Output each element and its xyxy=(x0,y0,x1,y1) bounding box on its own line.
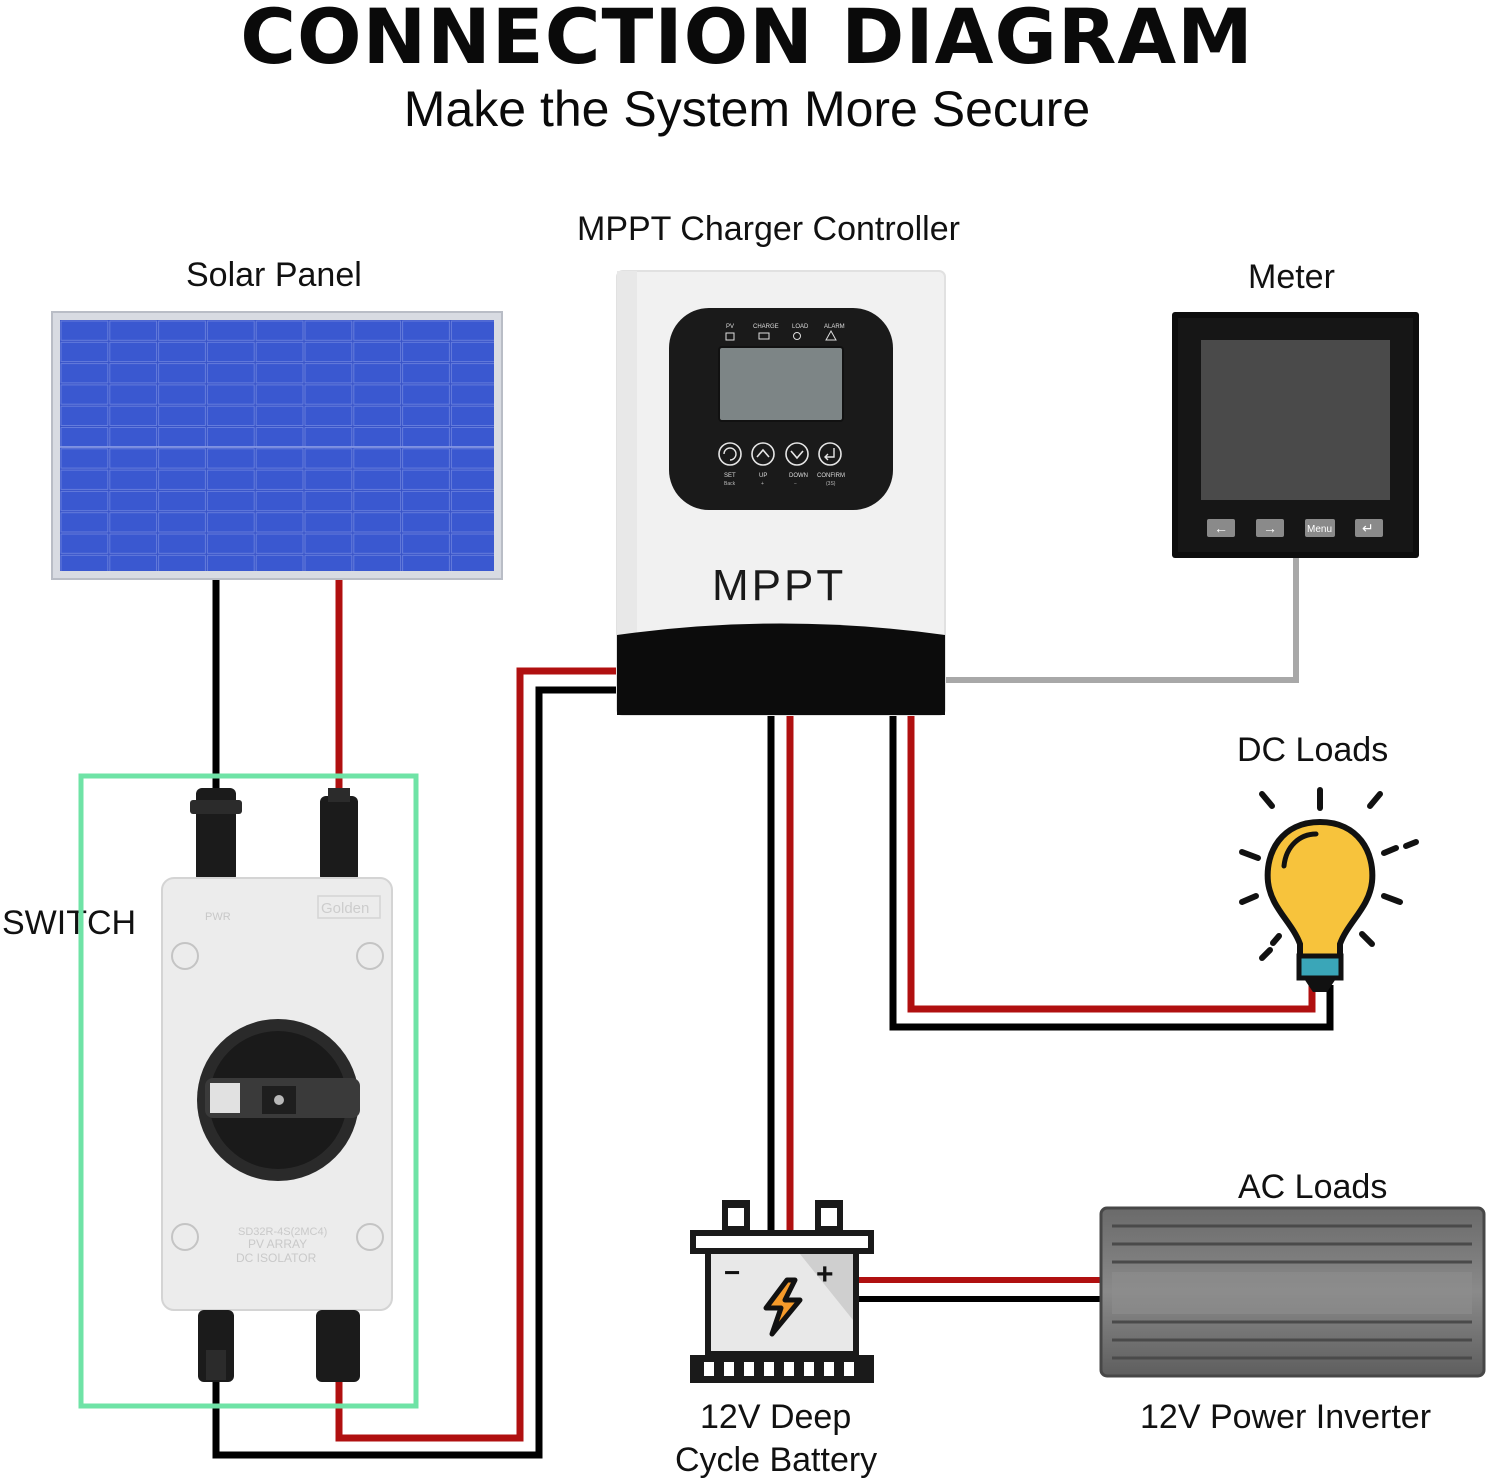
chevron-down-icon xyxy=(790,450,804,460)
isolator-line2-text: DC ISOLATOR xyxy=(236,1251,317,1265)
switch-label: SWITCH xyxy=(2,904,143,943)
battery-minus: − xyxy=(724,1257,740,1288)
meter-button-menu xyxy=(1305,519,1335,537)
page-subtitle: Make the System More Secure xyxy=(403,81,1091,137)
wire-dc-positive xyxy=(907,712,1316,1013)
bulb-icon xyxy=(1239,787,1419,992)
indicator-alarm: ALARM xyxy=(824,324,845,330)
solar-panel xyxy=(51,311,503,580)
screw-bottom-right xyxy=(356,1223,384,1251)
controller-brand: MPPT xyxy=(712,561,846,610)
cycle-icon xyxy=(723,447,737,461)
confirm-button-label: CONFIRM xyxy=(817,473,845,479)
battery-label-line1: 12V Deep xyxy=(700,1398,852,1436)
mppt-controller: PV CHARGE LOAD ALARM SET UP DOWN CONFIRM… xyxy=(616,270,946,716)
alarm-icon xyxy=(825,329,837,341)
up-button xyxy=(751,442,775,466)
up-button-label: UP xyxy=(759,473,767,479)
isolator-mode-text: PWR xyxy=(205,911,231,923)
battery-label-line2: Cycle Battery xyxy=(675,1441,878,1479)
meter-device: ← → Menu ↵ xyxy=(1172,312,1419,558)
screw-top-right xyxy=(356,942,384,970)
up-button-sublabel: + xyxy=(761,481,764,487)
wire-switch-negative xyxy=(212,686,618,1459)
confirm-button-sublabel: (3S) xyxy=(826,481,836,487)
meter-button-left xyxy=(1207,519,1235,537)
meter-label: Meter xyxy=(1248,258,1335,296)
solar-panel-label: Solar Panel xyxy=(186,256,362,294)
inverter-label: 12V Power Inverter xyxy=(1140,1398,1432,1436)
indicator-charge: CHARGE xyxy=(753,324,779,330)
indicator-load: LOAD xyxy=(792,324,809,330)
set-button-sublabel: Back xyxy=(724,481,736,487)
switch-frame xyxy=(78,773,419,1409)
meter-right-glyph: → xyxy=(1263,520,1277,536)
isolator-line1-text: PV ARRAY xyxy=(248,1237,307,1251)
pv-icon xyxy=(725,332,735,341)
power-inverter xyxy=(1099,1206,1486,1378)
ac-loads-label: AC Loads xyxy=(1238,1168,1388,1206)
wire-meter xyxy=(944,556,1299,683)
battery-plus: + xyxy=(816,1258,834,1291)
meter-button-enter xyxy=(1355,519,1383,537)
controller-base xyxy=(617,623,945,715)
screw-bottom-left xyxy=(171,1223,199,1251)
isolator-model-text: SD32R-4S(2MC4) xyxy=(238,1226,327,1238)
meter-left-glyph: ← xyxy=(1214,520,1228,536)
down-button xyxy=(785,442,809,466)
wires xyxy=(212,556,1334,1459)
confirm-button xyxy=(818,442,842,466)
dc-isolator: PWR Golden SD32R-4S(2MC4) PV ARRAY DC IS… xyxy=(161,788,393,1382)
mc4-connector-bottom-right xyxy=(316,1310,360,1382)
enter-icon xyxy=(824,448,835,461)
page-title: CONNECTION DIAGRAM xyxy=(240,0,1254,81)
mppt-label: MPPT Charger Controller xyxy=(577,210,960,248)
dc-loads-label: DC Loads xyxy=(1237,731,1389,769)
set-button xyxy=(718,442,742,466)
load-icon xyxy=(793,332,801,340)
controller-lcd xyxy=(718,346,844,422)
wire-switch-positive xyxy=(335,667,618,1442)
lightning-icon xyxy=(763,1277,803,1337)
chevron-up-icon xyxy=(756,448,770,458)
down-button-sublabel: − xyxy=(794,481,797,487)
set-button-label: SET xyxy=(724,473,736,479)
wire-dc-negative xyxy=(889,712,1334,1031)
screw-top-left xyxy=(171,942,199,970)
battery-icon: − + xyxy=(690,1200,874,1383)
mc4-connector-top-right xyxy=(320,796,358,882)
meter-button-right xyxy=(1256,519,1284,537)
indicator-pv: PV xyxy=(726,324,734,330)
meter-screen xyxy=(1201,340,1390,500)
meter-menu-text: Menu xyxy=(1307,524,1332,535)
meter-enter-glyph: ↵ xyxy=(1362,520,1374,536)
charge-icon xyxy=(758,332,770,340)
isolator-brand-text: Golden xyxy=(321,900,369,917)
down-button-label: DOWN xyxy=(789,473,808,479)
